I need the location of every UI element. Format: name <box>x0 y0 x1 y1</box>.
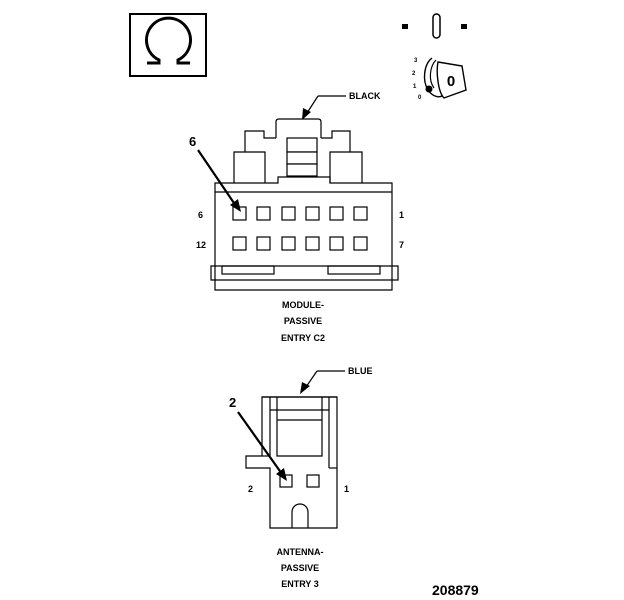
antenna-pin-label-2: 2 <box>248 484 253 494</box>
antenna-caption-line-2: PASSIVE <box>281 563 319 573</box>
antenna-callout-number: 2 <box>229 395 236 410</box>
antenna-caption-line-3: ENTRY 3 <box>281 579 319 589</box>
ignition-label-3: 3 <box>414 58 418 64</box>
c2-pin-label-12: 12 <box>196 240 206 250</box>
figure-id: 208879 <box>432 582 479 598</box>
ohm-icon <box>129 13 207 77</box>
c2-color-label: BLACK <box>349 91 381 101</box>
ignition-key-icon: 3 2 1 0 0 <box>402 13 467 101</box>
connector-antenna: BLUE 2 1 2 ANTENNA- PASSIVE ENTRY 3 <box>229 366 373 589</box>
antenna-pin-label-1: 1 <box>344 484 349 494</box>
ignition-label-1: 1 <box>413 84 417 90</box>
antenna-color-label: BLUE <box>348 366 373 376</box>
ignition-label-2: 2 <box>412 71 416 77</box>
c2-caption-line-3: ENTRY C2 <box>281 333 325 343</box>
key-label: 0 <box>447 73 455 90</box>
c2-pin-label-1: 1 <box>399 210 404 220</box>
c2-caption-line-2: PASSIVE <box>284 316 322 326</box>
c2-pin-label-7: 7 <box>399 240 404 250</box>
ignition-label-0: 0 <box>418 95 422 101</box>
connector-c2: BLACK 6 1 <box>189 91 404 343</box>
c2-caption-line-1: MODULE- <box>282 300 324 310</box>
c2-callout-number: 6 <box>189 134 196 149</box>
c2-pin-label-6: 6 <box>198 210 203 220</box>
antenna-caption-line-1: ANTENNA- <box>277 547 324 557</box>
